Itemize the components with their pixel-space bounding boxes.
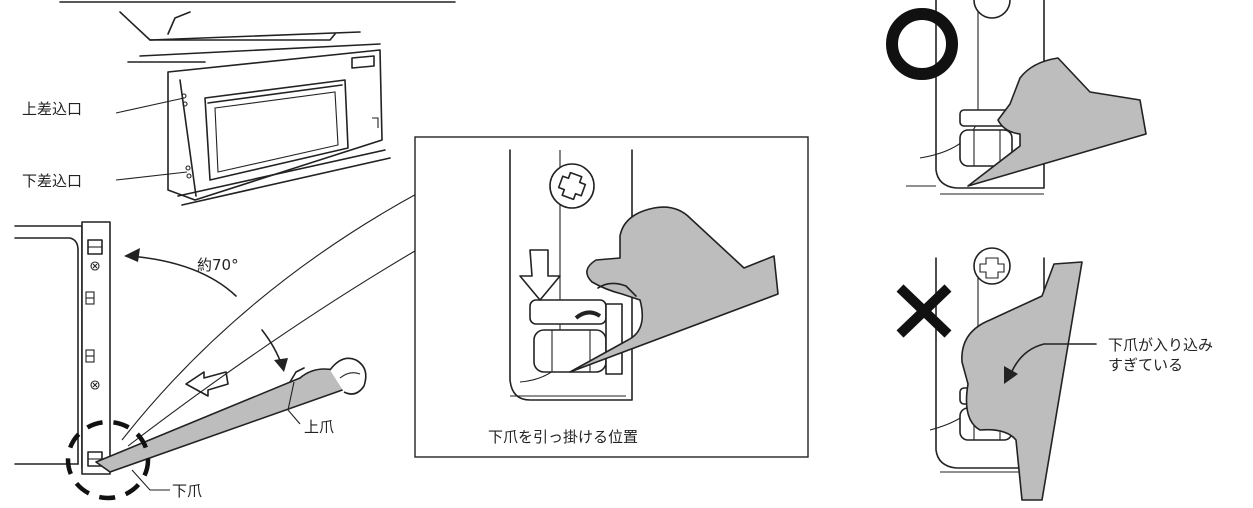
upper-claw-label: 上爪 [304, 418, 334, 436]
wrong-note-line1: 下爪が入り込み [1108, 336, 1213, 354]
lower-slot-label: 下差込口 [22, 172, 82, 190]
correct-mark-icon [886, 8, 958, 80]
side-view-illustration [14, 191, 421, 501]
wrong-note-line2: すぎている [1108, 356, 1183, 374]
detail-caption: 下爪を引っ掛ける位置 [488, 428, 638, 446]
cabinet-illustration [59, 1, 456, 206]
detail-zoom-box [414, 136, 809, 458]
angle-label: 約70° [197, 256, 239, 274]
correct-example [886, 0, 1147, 195]
wrong-example [896, 247, 1097, 501]
lower-claw-label: 下爪 [172, 482, 202, 500]
upper-slot-label: 上差込口 [22, 100, 82, 118]
wrong-mark-icon [896, 284, 952, 338]
